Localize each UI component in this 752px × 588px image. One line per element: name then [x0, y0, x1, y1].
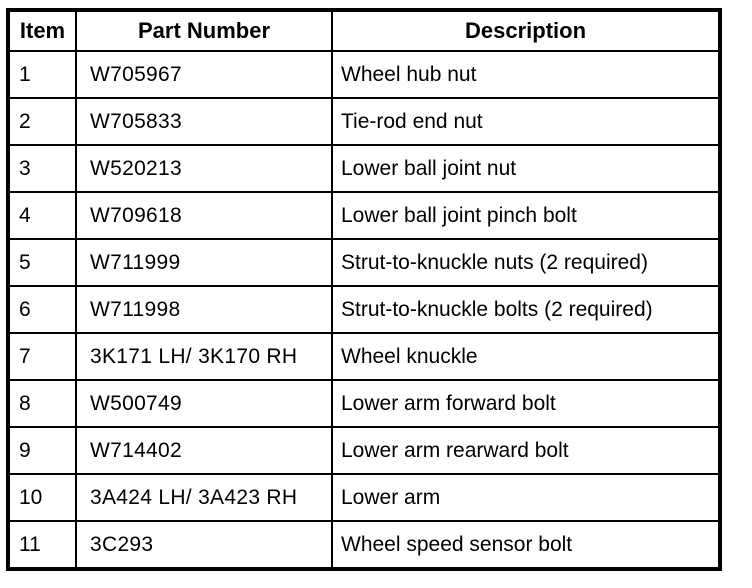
table-row: 6 W711998 Strut-to-knuckle bolts (2 requ… — [7, 285, 721, 334]
item-cell: 6 — [7, 285, 77, 334]
table-row: 10 3A424 LH/ 3A423 RH Lower arm — [7, 473, 721, 522]
table-row: 4 W709618 Lower ball joint pinch bolt — [7, 191, 721, 240]
description-cell: Wheel hub nut — [331, 50, 721, 99]
part-number-cell: W705833 — [75, 97, 333, 146]
part-number-cell: 3K171 LH/ 3K170 RH — [75, 332, 333, 381]
table-header-row: Item Part Number Description — [7, 9, 721, 52]
header-description: Description — [331, 9, 721, 52]
item-cell: 3 — [7, 144, 77, 193]
description-cell: Lower ball joint pinch bolt — [331, 191, 721, 240]
description-cell: Lower ball joint nut — [331, 144, 721, 193]
item-cell: 11 — [7, 520, 77, 570]
description-cell: Strut-to-knuckle nuts (2 required) — [331, 238, 721, 287]
header-part-number: Part Number — [75, 9, 333, 52]
part-number-cell: W500749 — [75, 379, 333, 428]
parts-table: Item Part Number Description 1 W705967 W… — [6, 8, 722, 571]
header-item: Item — [7, 9, 77, 52]
description-cell: Lower arm — [331, 473, 721, 522]
table-row: 3 W520213 Lower ball joint nut — [7, 144, 721, 193]
table-row: 11 3C293 Wheel speed sensor bolt — [7, 520, 721, 570]
table-row: 8 W500749 Lower arm forward bolt — [7, 379, 721, 428]
part-number-cell: W714402 — [75, 426, 333, 475]
part-number-cell: W709618 — [75, 191, 333, 240]
item-cell: 1 — [7, 50, 77, 99]
table-row: 5 W711999 Strut-to-knuckle nuts (2 requi… — [7, 238, 721, 287]
part-number-cell: W711998 — [75, 285, 333, 334]
description-cell: Tie-rod end nut — [331, 97, 721, 146]
table-row: 2 W705833 Tie-rod end nut — [7, 97, 721, 146]
description-cell: Strut-to-knuckle bolts (2 required) — [331, 285, 721, 334]
description-cell: Wheel speed sensor bolt — [331, 520, 721, 570]
item-cell: 2 — [7, 97, 77, 146]
table-row: 7 3K171 LH/ 3K170 RH Wheel knuckle — [7, 332, 721, 381]
item-cell: 4 — [7, 191, 77, 240]
item-cell: 9 — [7, 426, 77, 475]
part-number-cell: W705967 — [75, 50, 333, 99]
part-number-cell: 3C293 — [75, 520, 333, 570]
description-cell: Lower arm forward bolt — [331, 379, 721, 428]
description-cell: Lower arm rearward bolt — [331, 426, 721, 475]
table-row: 1 W705967 Wheel hub nut — [7, 50, 721, 99]
item-cell: 10 — [7, 473, 77, 522]
item-cell: 7 — [7, 332, 77, 381]
description-cell: Wheel knuckle — [331, 332, 721, 381]
parts-table-container: Item Part Number Description 1 W705967 W… — [6, 8, 722, 571]
part-number-cell: 3A424 LH/ 3A423 RH — [75, 473, 333, 522]
item-cell: 8 — [7, 379, 77, 428]
part-number-cell: W711999 — [75, 238, 333, 287]
part-number-cell: W520213 — [75, 144, 333, 193]
item-cell: 5 — [7, 238, 77, 287]
table-row: 9 W714402 Lower arm rearward bolt — [7, 426, 721, 475]
